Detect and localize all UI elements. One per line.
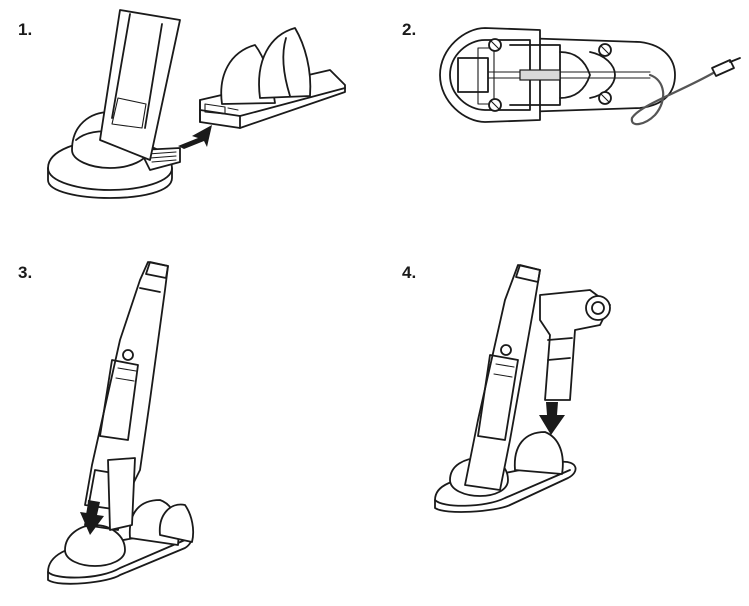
step-3-label: 3. xyxy=(18,263,33,282)
handheld-vacuum-4 xyxy=(464,264,541,491)
dock-stand xyxy=(99,9,181,161)
crevice-accessory xyxy=(539,289,611,401)
accessory-holder xyxy=(199,27,346,129)
power-button-icon-4 xyxy=(500,344,512,356)
insert-arrow-icon xyxy=(178,125,212,149)
step-2-label: 2. xyxy=(402,20,417,39)
step-4-label: 4. xyxy=(402,263,417,282)
step-1-label: 1. xyxy=(18,20,33,39)
dock-base-4 xyxy=(434,431,577,513)
down-arrow-icon-4 xyxy=(539,402,565,435)
power-button-icon xyxy=(122,349,134,361)
down-arrow-icon xyxy=(80,500,104,535)
dock-underside xyxy=(439,27,676,123)
dock-base-3 xyxy=(47,499,195,585)
handheld-vacuum-3 xyxy=(84,261,169,531)
power-cord xyxy=(630,57,741,126)
